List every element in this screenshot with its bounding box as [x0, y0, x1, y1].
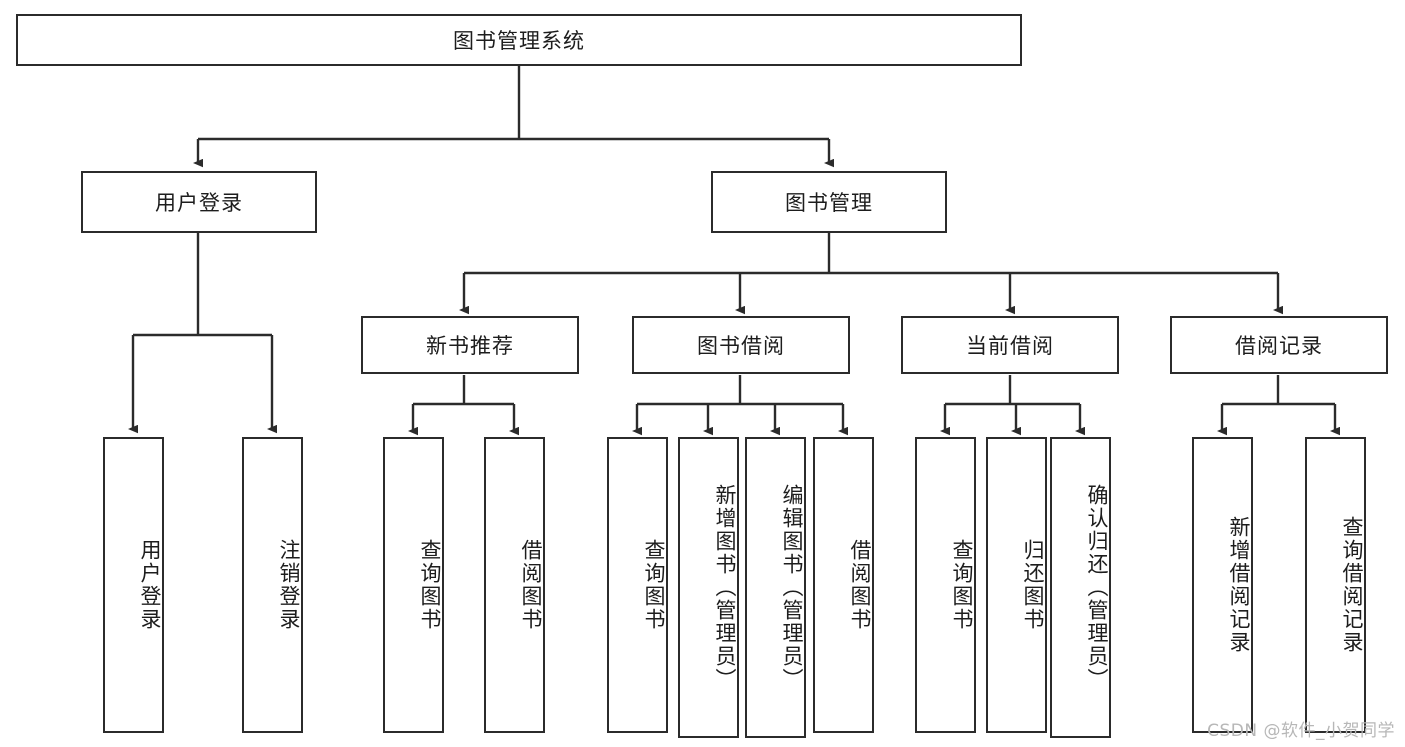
node-current-borrow-label: 当前借阅: [966, 334, 1054, 358]
node-borrow-record-label: 借阅记录: [1235, 334, 1323, 358]
node-borrow-record[interactable]: 借阅记录: [1170, 316, 1388, 374]
node-root[interactable]: 图书管理系统: [16, 14, 1022, 66]
node-leaf-borrow-book-1-label: 借阅图书: [519, 539, 543, 631]
node-leaf-query-book-3[interactable]: 查询图书: [915, 437, 976, 733]
node-leaf-query-book-3-label: 查询图书: [950, 539, 974, 631]
node-user-login-label: 用户登录: [155, 191, 243, 215]
node-leaf-add-record[interactable]: 新增借阅记录: [1192, 437, 1253, 733]
node-leaf-confirm-return-label: 确认归还（管理员）: [1085, 484, 1109, 691]
node-book-borrow[interactable]: 图书借阅: [632, 316, 850, 374]
node-leaf-query-book-2[interactable]: 查询图书: [607, 437, 668, 733]
node-leaf-borrow-book-2[interactable]: 借阅图书: [813, 437, 874, 733]
node-leaf-query-record-label: 查询借阅记录: [1340, 516, 1364, 654]
node-leaf-edit-book[interactable]: 编辑图书（管理员）: [745, 437, 806, 738]
node-leaf-return-book-label: 归还图书: [1021, 539, 1045, 631]
node-leaf-logout[interactable]: 注销登录: [242, 437, 303, 733]
node-leaf-query-book-1-label: 查询图书: [418, 539, 442, 631]
node-leaf-confirm-return[interactable]: 确认归还（管理员）: [1050, 437, 1111, 738]
node-leaf-user-login[interactable]: 用户登录: [103, 437, 164, 733]
node-leaf-add-record-label: 新增借阅记录: [1227, 516, 1251, 654]
node-root-label: 图书管理系统: [453, 29, 585, 53]
node-leaf-edit-book-label: 编辑图书（管理员）: [780, 484, 804, 691]
node-leaf-query-book-1[interactable]: 查询图书: [383, 437, 444, 733]
node-new-book-rec-label: 新书推荐: [426, 334, 514, 358]
node-current-borrow[interactable]: 当前借阅: [901, 316, 1119, 374]
node-leaf-return-book[interactable]: 归还图书: [986, 437, 1047, 733]
node-new-book-rec[interactable]: 新书推荐: [361, 316, 579, 374]
node-leaf-add-book-label: 新增图书（管理员）: [713, 484, 737, 691]
node-leaf-borrow-book-1[interactable]: 借阅图书: [484, 437, 545, 733]
csdn-watermark: CSDN @软件_小贺同学: [1207, 721, 1395, 741]
node-leaf-user-login-label: 用户登录: [138, 539, 162, 631]
node-leaf-add-book[interactable]: 新增图书（管理员）: [678, 437, 739, 738]
node-leaf-logout-label: 注销登录: [277, 539, 301, 631]
node-leaf-borrow-book-2-label: 借阅图书: [848, 539, 872, 631]
node-book-manage-label: 图书管理: [785, 191, 873, 215]
node-user-login[interactable]: 用户登录: [81, 171, 317, 233]
node-leaf-query-book-2-label: 查询图书: [642, 539, 666, 631]
node-book-borrow-label: 图书借阅: [697, 334, 785, 358]
node-leaf-query-record[interactable]: 查询借阅记录: [1305, 437, 1366, 733]
node-book-manage[interactable]: 图书管理: [711, 171, 947, 233]
